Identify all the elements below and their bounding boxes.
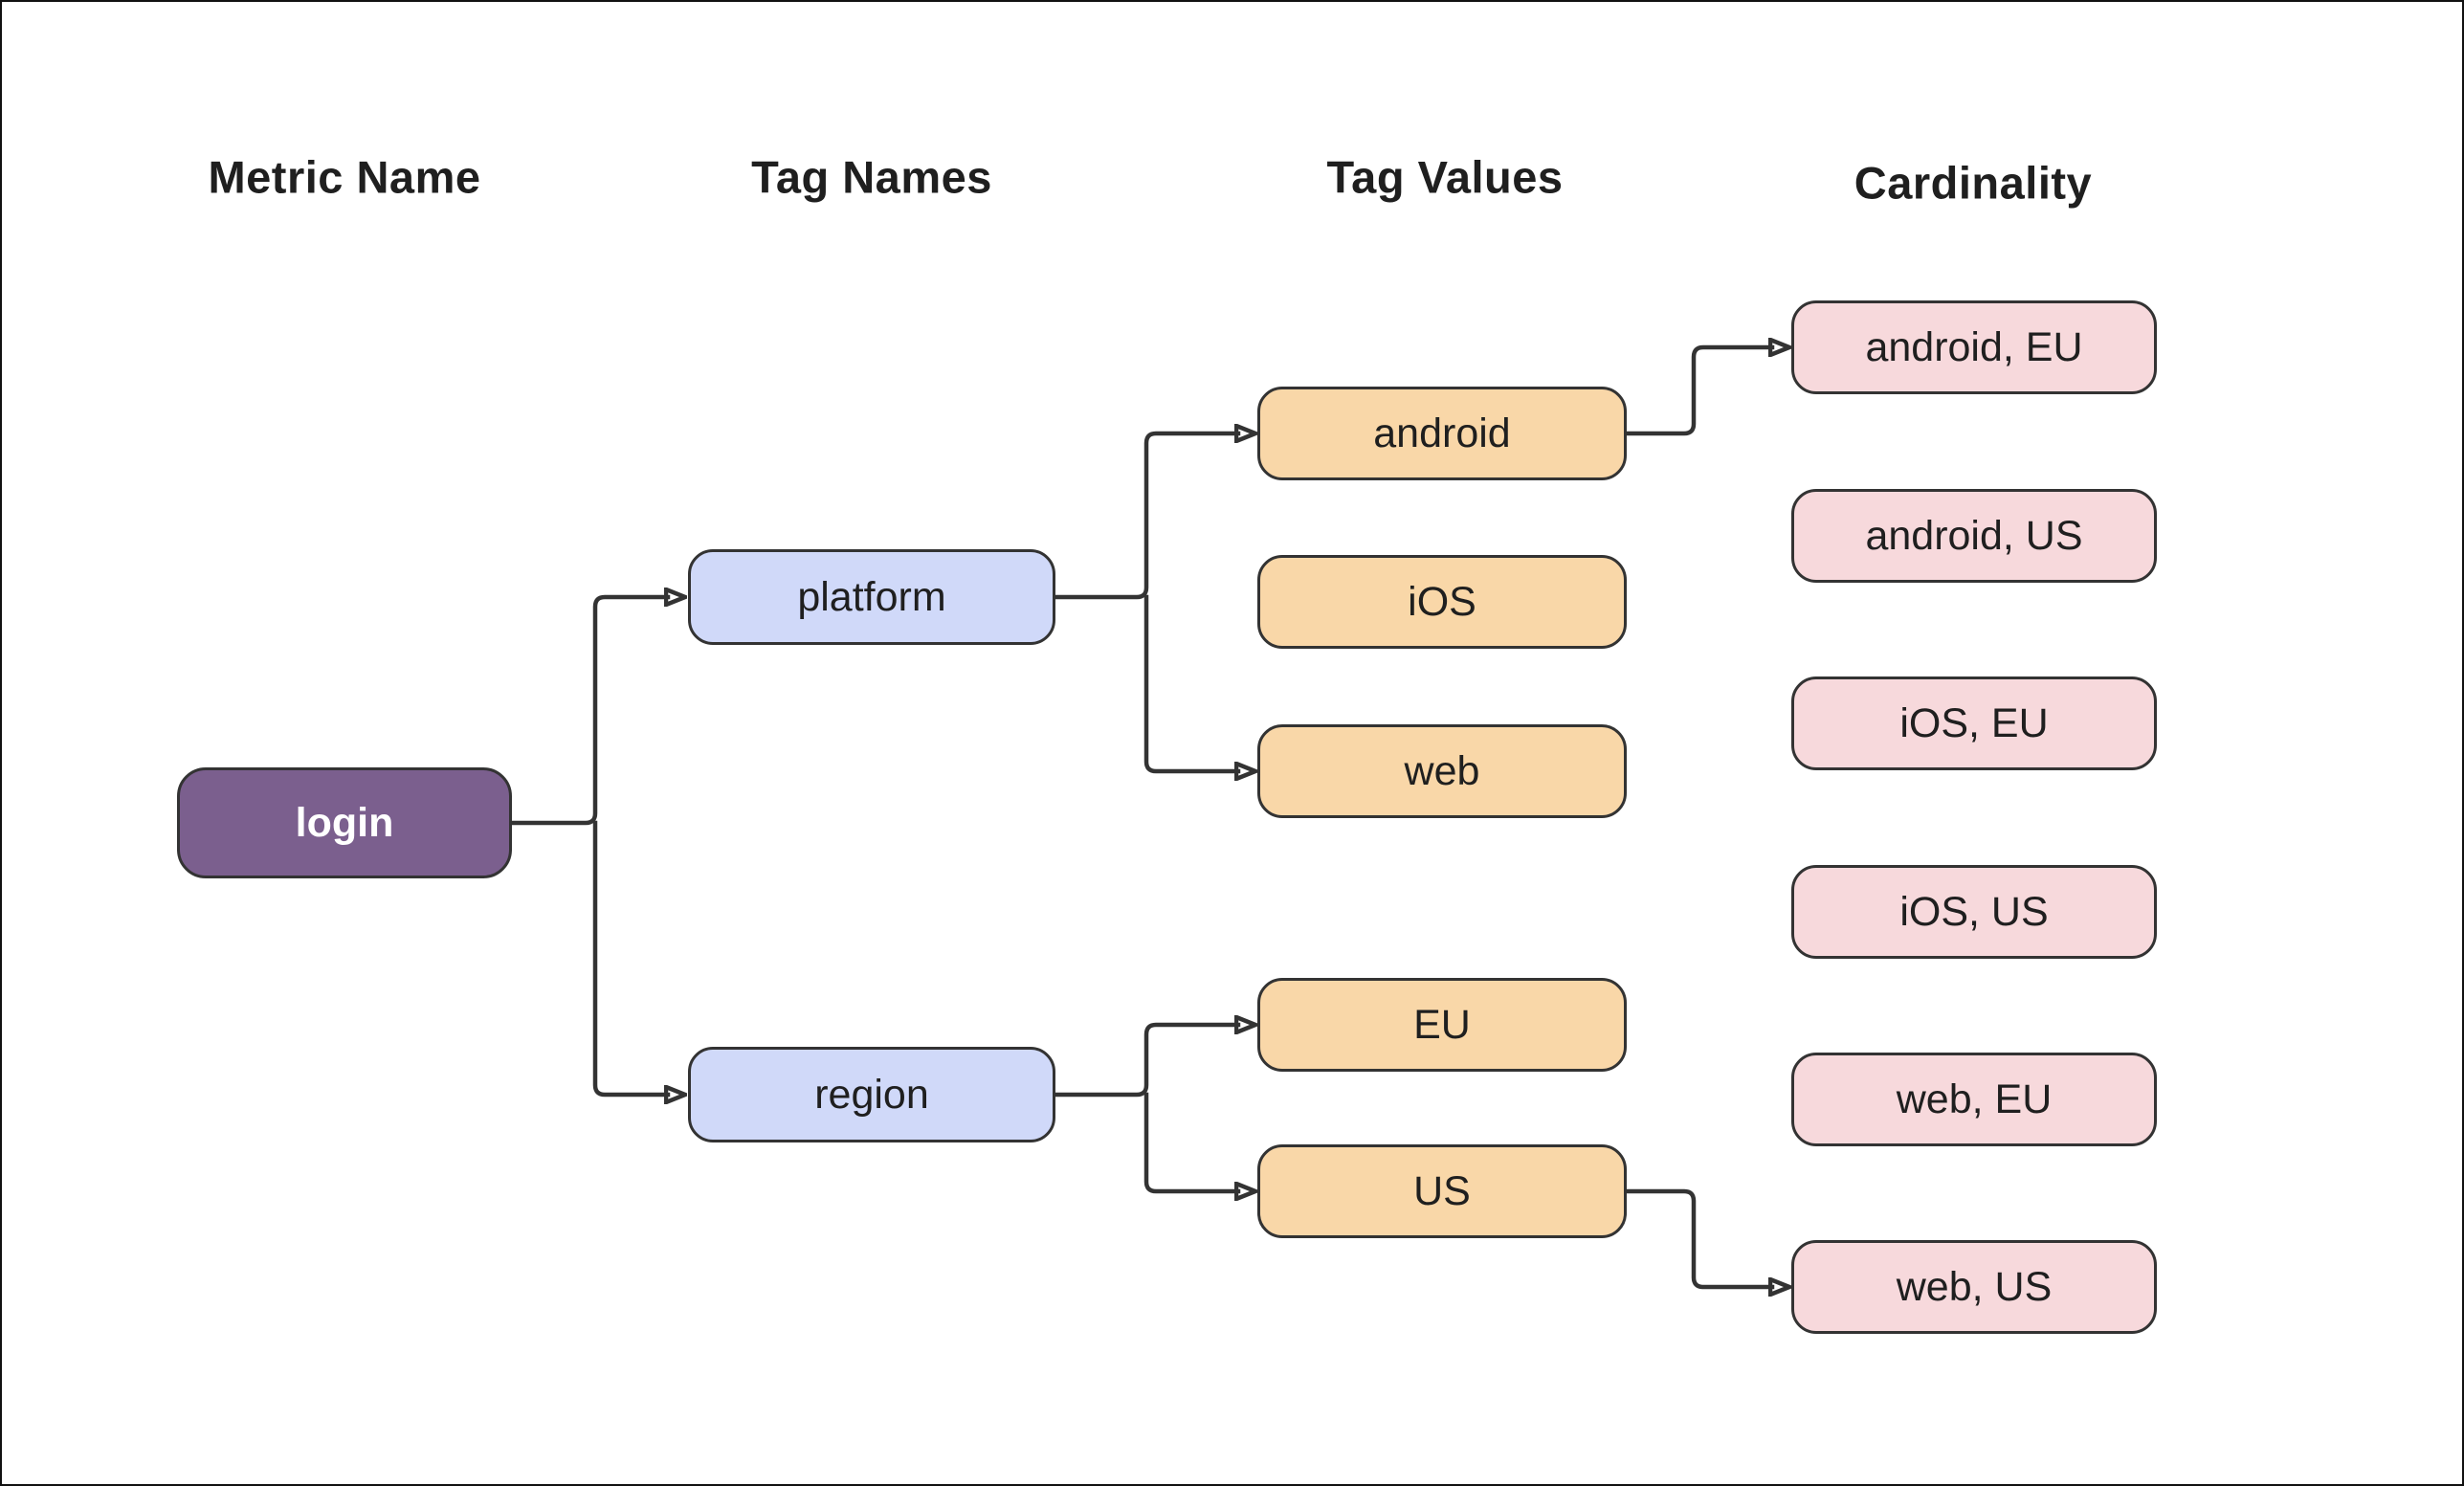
node-cardinality-web-eu: web, EU <box>1791 1053 2157 1146</box>
column-header-cardinality: Cardinality <box>1854 157 2093 209</box>
node-cardinality-web-us: web, US <box>1791 1240 2157 1334</box>
node-tag-name-platform: platform <box>688 549 1055 645</box>
node-cardinality-android-us: android, US <box>1791 489 2157 583</box>
node-tag-name-region: region <box>688 1047 1055 1142</box>
column-header-tag-values: Tag Values <box>1326 151 1564 203</box>
edge-login-platform <box>509 597 668 826</box>
edge-platform-web <box>1143 594 1238 771</box>
column-header-tag-names: Tag Names <box>751 151 992 203</box>
node-tag-value-android: android <box>1257 387 1627 480</box>
node-tag-value-web: web <box>1257 724 1627 818</box>
column-header-metric-name: Metric Name <box>208 151 481 203</box>
edge-us-web-us <box>1624 1188 1772 1287</box>
edge-platform-android <box>1053 433 1238 600</box>
node-tag-value-eu: EU <box>1257 978 1627 1072</box>
edge-login-region <box>592 820 668 1095</box>
node-tag-value-ios: iOS <box>1257 555 1627 649</box>
node-tag-value-us: US <box>1257 1144 1627 1238</box>
node-metric-login: login <box>177 767 512 878</box>
edge-region-us <box>1143 1092 1238 1191</box>
node-cardinality-android-eu: android, EU <box>1791 300 2157 394</box>
edge-android-android-eu <box>1624 347 1772 436</box>
node-cardinality-ios-us: iOS, US <box>1791 865 2157 959</box>
edge-region-eu <box>1053 1025 1238 1098</box>
node-cardinality-ios-eu: iOS, EU <box>1791 676 2157 770</box>
